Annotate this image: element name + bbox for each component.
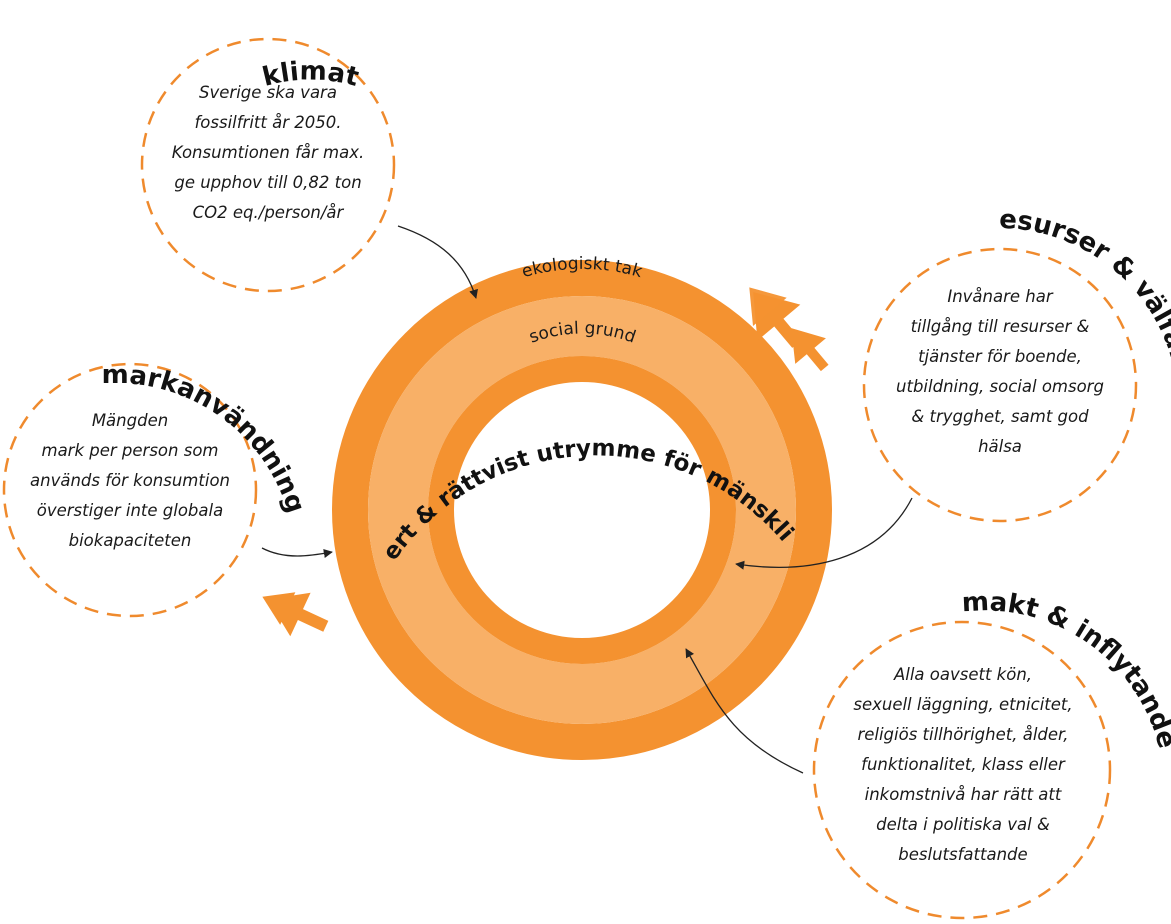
text-line: delta i politiska val & xyxy=(876,815,1050,834)
text-line: CO2 eq./person/år xyxy=(192,203,344,222)
overshoot-arrow-left xyxy=(262,592,329,637)
bubble-text-klimat: Sverige ska vara fossilfritt år 2050. Ko… xyxy=(148,78,388,228)
text-line: beslutsfattande xyxy=(898,845,1028,864)
text-line: ge upphov till 0,82 ton xyxy=(174,173,362,192)
bubble-klimat xyxy=(140,37,396,293)
bubble-text-makt: Alla oavsett kön, sexuell läggning, etni… xyxy=(835,660,1091,870)
text-line: & trygghet, samt god xyxy=(911,407,1089,426)
connector-markanvandning xyxy=(261,547,333,558)
text-line: biokapaciteten xyxy=(68,531,192,550)
text-line: tillgång till resurser & xyxy=(910,317,1090,336)
overshoot-arrow-right xyxy=(791,328,829,372)
text-line: Konsumtionen får max. xyxy=(171,143,365,162)
bubbles xyxy=(2,37,1138,920)
social-foundation-ring xyxy=(428,356,736,664)
text-line: hälsa xyxy=(978,437,1022,456)
bubble-resurser xyxy=(862,247,1138,523)
text-line: mark per person som xyxy=(41,441,219,460)
text-line: Mängden xyxy=(91,411,169,430)
text-line: överstiger inte globala xyxy=(36,501,224,520)
text-line: Invånare har xyxy=(947,287,1053,306)
connector-makt xyxy=(685,648,804,774)
overshoot-arrows xyxy=(262,287,829,637)
text-line: inkomstnivå har rätt att xyxy=(864,785,1062,804)
text-line: tjänster för boende, xyxy=(918,347,1082,366)
text-line: Sverige ska vara xyxy=(199,83,337,102)
text-line: fossilfritt år 2050. xyxy=(194,113,342,132)
bubble-makt xyxy=(812,620,1112,920)
text-line: Alla oavsett kön, xyxy=(893,665,1033,684)
ecological-ceiling-ring xyxy=(332,260,832,760)
connectors xyxy=(261,225,913,774)
doughnut xyxy=(332,260,832,760)
bubble-markanvandning xyxy=(2,362,258,618)
text-line: religiös tillhörighet, ålder, xyxy=(857,725,1069,744)
bubble-text-markanvandning: Mängden mark per person som används för … xyxy=(10,406,250,556)
connector-resurser xyxy=(735,497,913,570)
text-line: sexuell läggning, etnicitet, xyxy=(853,695,1073,714)
bubble-text-resurser: Invånare har tillgång till resurser & tj… xyxy=(875,282,1125,462)
connector-klimat xyxy=(397,225,478,299)
text-line: utbildning, social omsorg xyxy=(896,377,1104,396)
text-line: används för konsumtion xyxy=(30,471,230,490)
text-line: funktionalitet, klass eller xyxy=(861,755,1065,774)
safe-just-space-band xyxy=(368,296,796,724)
